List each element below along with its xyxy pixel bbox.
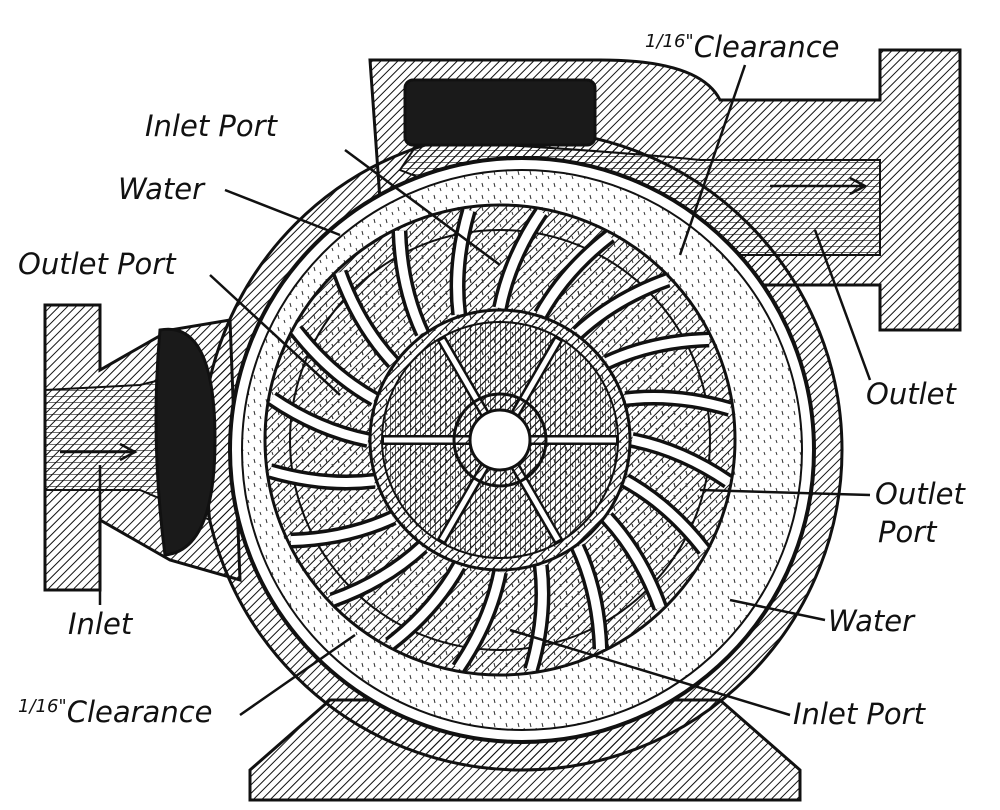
outlet-port-right-label-2: Port	[878, 515, 937, 549]
label-text: Clearance	[66, 695, 213, 729]
impeller-blade-fill	[495, 209, 546, 309]
rotor	[368, 308, 632, 572]
impeller-blade-fill	[536, 232, 613, 317]
clearance-top-label: 1/16"Clearance	[645, 33, 839, 62]
impeller-blade-fill	[604, 334, 710, 367]
leader-lines	[98, 64, 872, 717]
impeller-blade-fill	[330, 543, 426, 605]
impeller-blade-fill	[290, 513, 396, 546]
fraction: 1/16"	[645, 31, 694, 52]
impeller-blade-fill	[625, 393, 732, 414]
impeller-blade-fill	[631, 435, 731, 486]
impeller-blade-fill	[394, 230, 427, 336]
label-text: Clearance	[693, 30, 840, 64]
impeller-blade-fill	[454, 571, 505, 671]
impeller-blade-fill	[387, 563, 464, 648]
impeller-blade-fill	[574, 275, 670, 337]
outlet-port-right-label-1: Outlet	[875, 477, 965, 511]
impeller-blade-fill	[269, 394, 369, 445]
inlet-port-bottom-label: Inlet Port	[793, 697, 925, 731]
impeller-blade-fill	[526, 565, 547, 672]
impeller-blade-fill	[335, 270, 397, 366]
clearance-bottom-label: 1/16"Clearance	[18, 698, 212, 727]
water-left-label: Water	[118, 172, 204, 206]
inlet-pipe	[43, 303, 242, 592]
water-right-label: Water	[828, 604, 914, 638]
impeller-blade-fill	[603, 514, 665, 610]
impeller-blades	[267, 207, 733, 673]
inlet-label: Inlet	[68, 607, 133, 641]
impeller-blade-fill	[292, 327, 377, 404]
impeller-blade-fill	[453, 208, 474, 315]
impeller-blade-fill	[623, 476, 708, 553]
fraction: 1/16"	[18, 696, 67, 717]
outlet-label: Outlet	[866, 377, 956, 411]
impeller-blade-fill	[268, 466, 375, 487]
outlet-port-left-label: Outlet Port	[18, 247, 176, 281]
inlet-port-top-label: Inlet Port	[145, 109, 277, 143]
impeller-blade-fill	[573, 544, 606, 650]
